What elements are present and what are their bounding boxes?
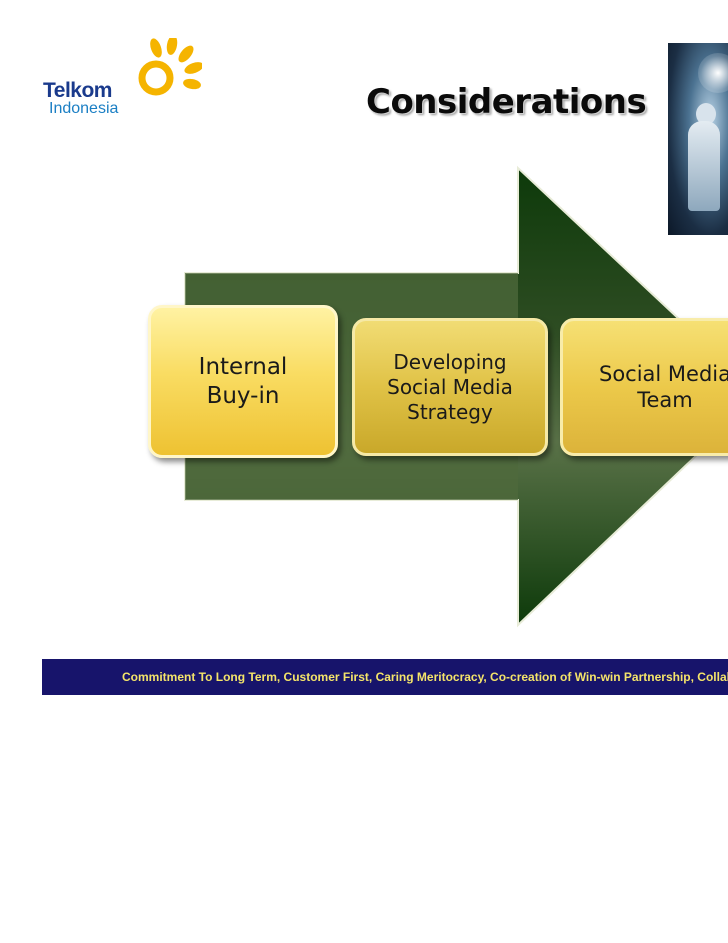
page-title: Considerations <box>366 82 647 122</box>
values-banner: Commitment To Long Term, Customer First,… <box>42 659 728 695</box>
photo-person-head <box>696 103 716 125</box>
step-internal-buy-in: Internal Buy-in <box>148 305 338 458</box>
step-developing-strategy: Developing Social Media Strategy <box>352 318 548 456</box>
logo-text-telkom: Telkom <box>43 79 112 102</box>
banner-text: Commitment To Long Term, Customer First,… <box>122 670 728 684</box>
step-social-media-team: Social Media Team <box>560 318 728 456</box>
header-photo <box>668 43 728 235</box>
logo-text-indonesia: Indonesia <box>49 100 119 117</box>
photo-person <box>688 121 720 211</box>
light-glow <box>698 53 728 93</box>
step-label: Developing Social Media Strategy <box>387 349 513 424</box>
step-label: Internal Buy-in <box>198 353 288 409</box>
sun-logo-icon <box>138 38 202 96</box>
telkom-indonesia-logo: Telkom Indonesia <box>40 38 210 118</box>
step-label: Social Media Team <box>598 361 728 412</box>
